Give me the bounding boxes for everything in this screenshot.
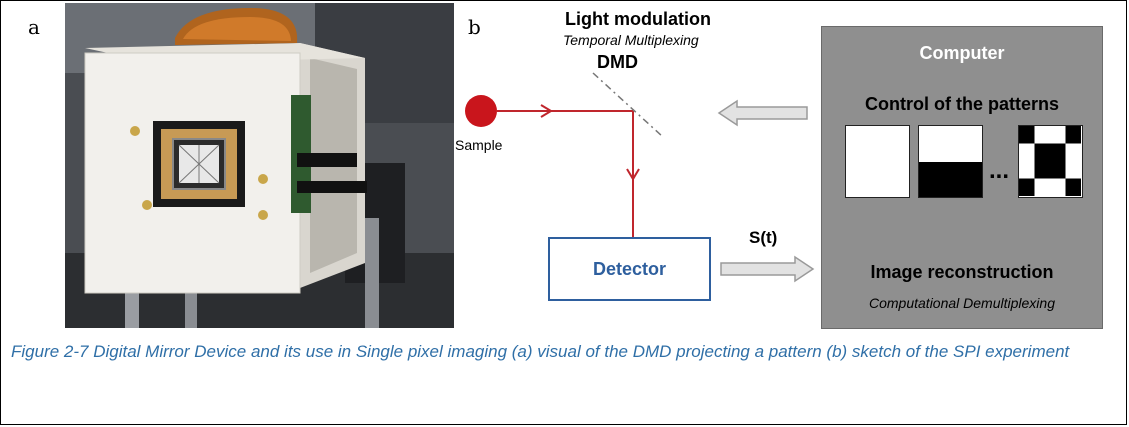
dmd-photo xyxy=(65,3,454,328)
sample-label: Sample xyxy=(455,137,503,153)
reconstruction-title: Image reconstruction xyxy=(870,262,1054,282)
beam-arrowhead-2 xyxy=(626,168,640,181)
beam-arrowhead-1 xyxy=(540,104,553,118)
detector-box: Detector xyxy=(548,237,711,301)
modulation-title: Light modulation xyxy=(565,9,711,29)
patterns-title: Control of the patterns xyxy=(865,94,1059,114)
computer-title: Computer xyxy=(919,43,1005,63)
pattern-half xyxy=(918,125,983,198)
signal-arrow xyxy=(720,255,815,283)
signal-label: S(t) xyxy=(749,228,778,247)
patterns-ellipsis: ... xyxy=(989,157,1010,184)
dmd-mirror-line xyxy=(592,72,664,138)
pattern-blank xyxy=(845,125,910,198)
computer-box: Computer Control of the patterns ... Ima… xyxy=(821,26,1103,329)
sample-dot xyxy=(465,95,497,127)
figure-caption: Figure 2-7 Digital Mirror Device and its… xyxy=(11,342,1070,361)
spi-diagram xyxy=(465,72,815,283)
modulation-subtitle: Temporal Multiplexing xyxy=(563,32,699,48)
detector-label: Detector xyxy=(592,259,667,279)
control-arrow xyxy=(717,99,808,127)
pattern-checker xyxy=(1018,125,1083,198)
pattern-checker-grid xyxy=(1019,126,1081,196)
dmd-photo-illustration xyxy=(65,3,454,328)
dmd-label: DMD xyxy=(597,52,638,72)
panel-label-b: b xyxy=(468,15,481,39)
panel-label-a: a xyxy=(28,15,40,39)
reconstruction-subtitle: Computational Demultiplexing xyxy=(869,295,1055,311)
